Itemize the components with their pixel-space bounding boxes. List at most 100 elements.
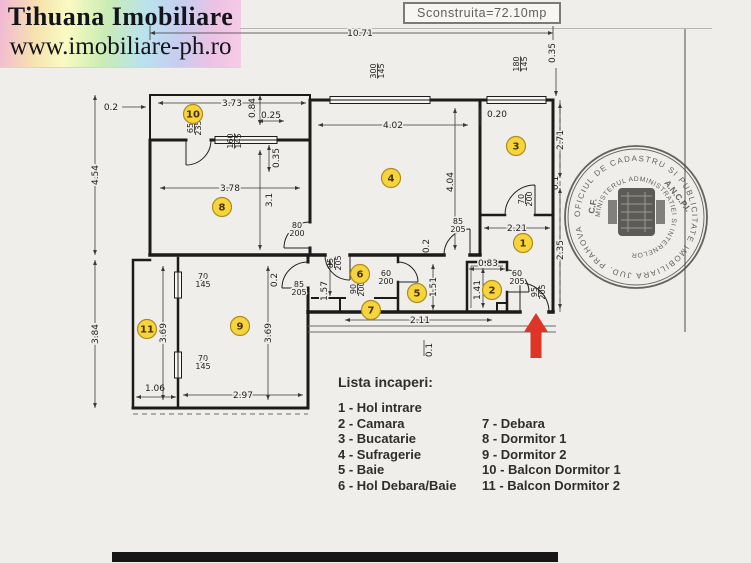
dim-room4-width: 4.02 [383,121,403,131]
dim-right-top-offset: 0.35 [548,43,558,63]
legend-item-6: 6 - Hol Debara/Baie [338,477,457,493]
built-area-box: Sconstruita=72.10mp [403,2,561,24]
dim-left-upper: 4.54 [91,165,101,185]
dim-right-wall-thick: 0.1 [551,176,561,190]
svg-text:7: 7 [368,306,375,317]
label-hall-top-door: 85205 [326,255,343,270]
label-living-window: 300145 [369,63,386,78]
label-debara-door: 90200 [349,281,366,296]
room-badge-8: 8 [211,196,233,218]
dim-wall-offset-top: 0.35 [272,148,282,168]
dim-room9-top-offset: 0.2 [270,273,280,287]
dim-balcony11-offset: 1.06 [145,384,165,394]
door-bath [397,261,419,283]
scan-top-line [240,28,712,29]
door-room8 [283,221,311,249]
dimension-labels: 10.71 4.54 3.84 0.2 3.73 0.84 0.25 0.35 … [90,28,568,403]
room-badge-11: 11 [136,318,158,340]
room-badge-5: 5 [406,282,428,304]
dim-room3-offset: 0.20 [487,110,507,120]
legend-item-11: 11 - Balcon Dormitor 2 [482,477,620,493]
dim-bottom-offset: 0.1 [425,343,435,357]
dim-room2-width: 0.83 [478,259,498,269]
legend-item-2: 2 - Camara [338,415,405,431]
cadastre-stamp: OFICIUL DE CADASTRU SI PUBLICITATE IMOBI… [564,145,708,289]
legend-item-1: 1 - Hol intrare [338,400,422,415]
stamp-cf-text: C.F. [586,198,598,215]
legend-item-9: 9 - Dormitor 2 [482,446,567,462]
door-balcony10 [185,139,212,166]
svg-text:5: 5 [414,289,421,300]
room-badges: 10 8 4 3 1 2 5 6 7 9 11 [136,103,534,340]
svg-text:8: 8 [219,203,226,214]
dim-hall6-height: 1.57 [320,281,330,301]
dim-room4-bottom-offset: 0.2 [422,239,432,253]
dim-room9-width: 2.97 [233,391,253,401]
legend-item-8: 8 - Dormitor 1 [482,431,567,447]
dim-room2-height: 1.41 [473,280,483,300]
label-kitchen-window: 180145 [512,56,529,71]
room-legend: Lista incaperi: 1 - Hol intrare 2 - Cama… [338,374,674,494]
doors [185,139,550,313]
room-badge-6: 6 [349,263,371,285]
room-badge-10: 10 [182,103,204,125]
legend-item-4: 4 - Sufragerie [338,446,422,462]
dim-room3-height: 2.71 [556,130,566,150]
label-entry-door: 95205 [530,284,547,299]
label-room8-window: 160145 [226,133,243,148]
door-room9 [281,261,309,289]
room-badge-9: 9 [229,315,251,337]
dim-room5-width: 2.11 [410,316,430,326]
dim-balcony10-width: 3.73 [222,99,242,109]
svg-text:10: 10 [186,110,200,121]
door-hall [324,254,351,281]
svg-text:1: 1 [520,239,527,250]
svg-text:3: 3 [513,142,520,153]
svg-text:11: 11 [140,325,154,336]
svg-text:2: 2 [489,286,496,297]
room-badge-3: 3 [505,135,527,157]
legend-item-10: 10 - Balcon Dormitor 1 [482,462,621,478]
dim-hall-height: 2.35 [556,240,566,260]
dim-left-lower: 3.84 [91,324,101,344]
door-pantry [506,269,530,293]
dim-room8-width: 3.78 [220,184,240,194]
door-room4 [443,228,471,256]
svg-text:4: 4 [388,174,395,185]
door-kitchen [504,184,536,216]
legend-item-7: 7 - Debara [482,415,545,431]
windows [174,96,547,379]
svg-text:6: 6 [357,270,364,281]
dim-room8-height: 3.1 [265,193,275,207]
legend-title: Lista incaperi: [338,374,433,390]
agency-name: Tihuana Imobiliare [7,2,234,31]
dim-balcony10-step: 0.25 [261,111,281,121]
entrance-arrow [524,313,548,358]
dim-room9-height: 3.69 [264,323,274,343]
door-entry [519,282,550,313]
walls [131,94,561,415]
svg-text:9: 9 [237,322,244,333]
dim-top-left-offset: 0.2 [104,103,118,113]
stamp-emblem [608,188,665,236]
legend-item-5: 5 - Baie [338,462,385,478]
dim-balcony10-depth: 0.84 [248,98,258,118]
label-kitchen-door: 70200 [517,191,534,206]
room-badge-1: 1 [512,232,534,254]
dim-balcony11-length: 3.69 [159,323,169,343]
dim-total-width: 10.71 [347,29,373,39]
scan-edge-bar [112,552,558,562]
dim-room5-height: 1.51 [429,277,439,297]
room-badge-4: 4 [380,167,402,189]
dim-room1-width: 2.21 [507,224,527,234]
